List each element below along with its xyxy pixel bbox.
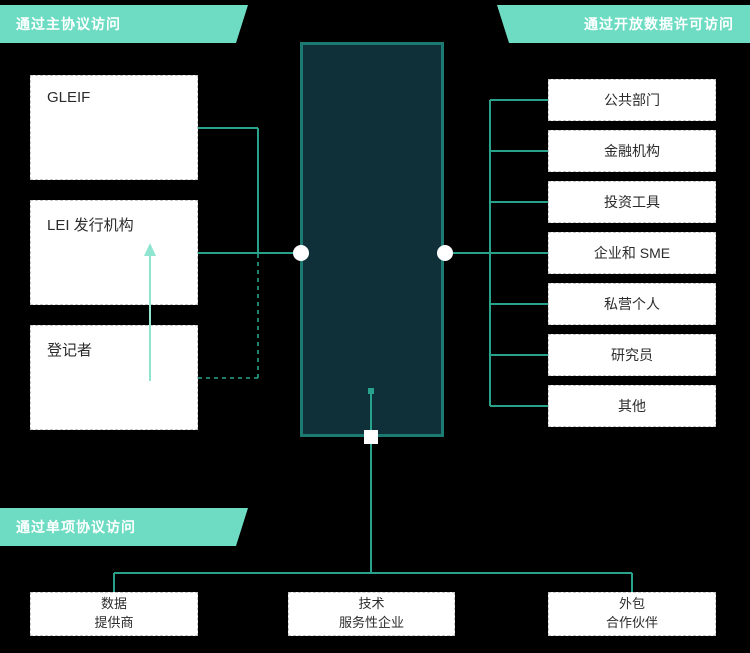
node-public-sector-label: 公共部门 <box>604 92 660 108</box>
node-tech-service-companies-label-1: 技术 <box>358 596 385 612</box>
node-others-label: 其他 <box>618 398 646 414</box>
node-data-providers-label-1: 数据 <box>100 596 127 612</box>
node-outsourcing-partners: 外包 合作伙伴 <box>548 592 716 636</box>
node-private-individuals: 私营个人 <box>548 283 716 325</box>
node-tech-service-companies: 技术 服务性企业 <box>288 592 455 636</box>
node-investment-vehicles: 投资工具 <box>548 181 716 223</box>
node-investment-vehicles-label: 投资工具 <box>604 194 660 210</box>
node-tech-service-companies-label-2: 服务性企业 <box>338 615 404 630</box>
node-gleif: GLEIF <box>30 75 198 180</box>
node-lei-issuers-label: LEI 发行机构 <box>47 217 134 234</box>
node-researchers-label: 研究员 <box>611 347 653 363</box>
node-corporates-sme: 企业和 SME <box>548 232 716 274</box>
banner-individual-agreement: 通过单项协议访问 <box>0 508 248 546</box>
central-database-rect <box>300 42 444 437</box>
node-corporates-sme-label: 企业和 SME <box>593 245 671 261</box>
node-financial-institutions: 金融机构 <box>548 130 716 172</box>
node-others: 其他 <box>548 385 716 427</box>
node-financial-institutions-label: 金融机构 <box>604 143 660 159</box>
node-outsourcing-partners-label-1: 外包 <box>618 596 645 612</box>
node-data-providers: 数据 提供商 <box>30 592 198 636</box>
banner-open-data-license: 通过开放数据许可访问 <box>497 5 750 43</box>
node-researchers: 研究员 <box>548 334 716 376</box>
node-private-individuals-label: 私营个人 <box>604 296 660 312</box>
banner-master-agreement: 通过主协议访问 <box>0 5 248 43</box>
node-data-providers-label-2: 提供商 <box>94 615 134 630</box>
node-registrants: 登记者 <box>30 325 198 430</box>
node-lei-issuers: LEI 发行机构 <box>30 200 198 305</box>
node-gleif-label: GLEIF <box>47 89 91 106</box>
node-outsourcing-partners-label-2: 合作伙伴 <box>605 615 658 630</box>
node-public-sector: 公共部门 <box>548 79 716 121</box>
node-registrants-label: 登记者 <box>47 342 93 359</box>
